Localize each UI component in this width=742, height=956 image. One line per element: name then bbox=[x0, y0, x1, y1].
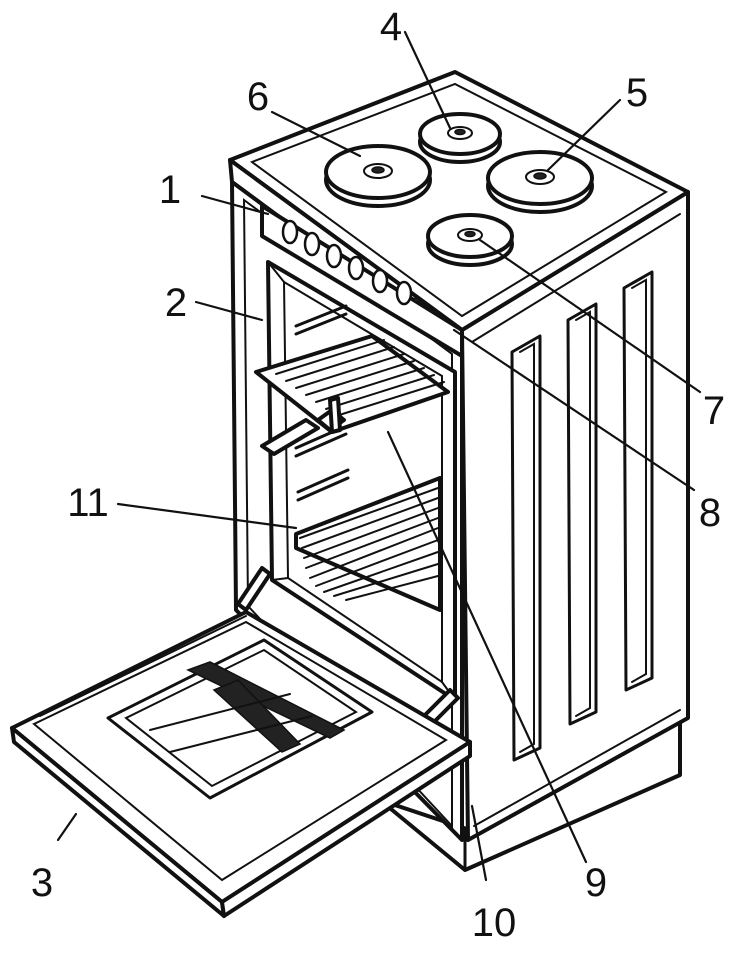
callout-labels: 1 2 3 4 5 6 7 8 9 10 11 bbox=[31, 5, 725, 945]
label-7: 7 bbox=[703, 389, 725, 433]
label-11: 11 bbox=[67, 481, 109, 525]
oven-rack-upper bbox=[254, 334, 450, 434]
knob-1[interactable] bbox=[281, 219, 299, 245]
hotplate-rear-right bbox=[418, 112, 502, 164]
hotplate-rear-left bbox=[324, 144, 432, 208]
leader-9 bbox=[386, 430, 588, 864]
label-5: 5 bbox=[626, 71, 648, 115]
leader-11 bbox=[116, 502, 298, 530]
label-4: 4 bbox=[380, 5, 402, 49]
knob-2[interactable] bbox=[303, 231, 321, 257]
leader-7 bbox=[478, 238, 702, 394]
label-10: 10 bbox=[472, 901, 517, 945]
control-knobs bbox=[281, 219, 419, 306]
label-3: 3 bbox=[31, 861, 53, 905]
knob-6[interactable] bbox=[395, 280, 413, 306]
label-2: 2 bbox=[165, 281, 187, 325]
leader-1 bbox=[200, 194, 270, 216]
label-8: 8 bbox=[699, 491, 721, 535]
knob-3[interactable] bbox=[325, 243, 343, 269]
leader-8 bbox=[452, 328, 696, 492]
label-6: 6 bbox=[247, 75, 269, 119]
hotplate-front-right bbox=[486, 150, 594, 214]
label-9: 9 bbox=[585, 861, 607, 905]
oven-door-glass bbox=[106, 638, 374, 800]
leader-4 bbox=[403, 30, 452, 130]
leader-2 bbox=[194, 300, 264, 322]
leader-3 bbox=[56, 812, 78, 842]
stove-side-panel bbox=[460, 190, 690, 842]
knob-4[interactable] bbox=[347, 255, 365, 281]
leader-10 bbox=[470, 804, 488, 882]
leader-6 bbox=[270, 110, 362, 158]
label-1: 1 bbox=[159, 168, 181, 212]
hotplate-front-left bbox=[426, 213, 514, 267]
baking-tray bbox=[294, 476, 442, 612]
leader-lines bbox=[56, 30, 702, 882]
leader-5 bbox=[546, 98, 622, 172]
rack-handle[interactable] bbox=[260, 396, 346, 456]
knob-5[interactable] bbox=[371, 268, 389, 294]
